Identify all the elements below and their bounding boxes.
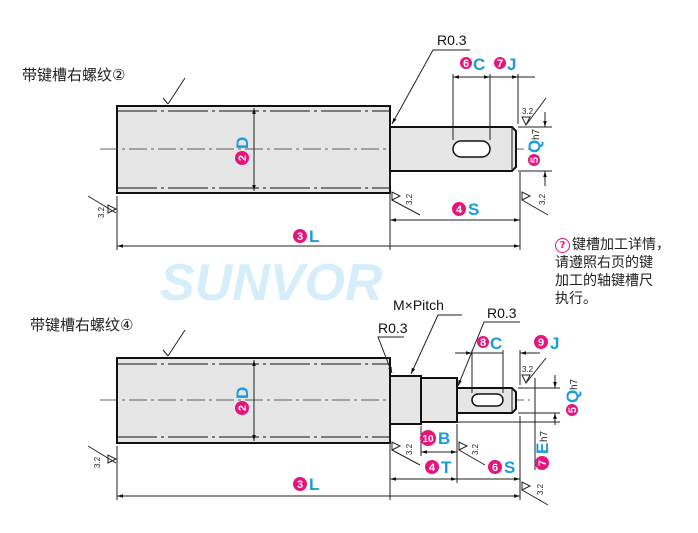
- svg-text:3.2: 3.2: [405, 193, 414, 205]
- top-roughness-shaft: 3.2: [521, 97, 547, 127]
- keyway-note: ?键槽加工详情， 请遵照右页的键 加工的轴键槽尺 执行。: [555, 236, 670, 308]
- svg-text:L: L: [309, 227, 319, 246]
- top-dim-D: 2 D: [233, 137, 252, 165]
- top-keyway: [452, 140, 491, 158]
- svg-text:2: 2: [237, 405, 249, 411]
- svg-text:8: 8: [480, 337, 486, 349]
- bottom-title: 带键槽右螺纹④: [30, 316, 133, 334]
- note-line: 加工的轴键槽尺: [555, 273, 653, 289]
- svg-text:3.2: 3.2: [536, 483, 545, 495]
- svg-text:9: 9: [538, 337, 544, 349]
- svg-text:7: 7: [497, 58, 503, 70]
- svg-text:3.2: 3.2: [405, 443, 414, 455]
- svg-text:L: L: [309, 475, 319, 494]
- svg-text:5: 5: [529, 157, 541, 163]
- top-radius-label: R0.3: [437, 32, 467, 48]
- svg-text:3.2: 3.2: [97, 206, 106, 218]
- svg-text:J: J: [550, 334, 559, 353]
- svg-text:3: 3: [297, 479, 303, 491]
- svg-text:2: 2: [237, 155, 249, 161]
- svg-text:D: D: [233, 137, 252, 149]
- svg-text:3.2: 3.2: [93, 456, 102, 468]
- svg-text:10: 10: [422, 434, 434, 445]
- bottom-step: [389, 375, 422, 425]
- svg-text:D: D: [233, 387, 252, 399]
- bottom-thread: [420, 377, 458, 423]
- svg-text:Q: Q: [525, 140, 544, 153]
- tip-icon: ?: [555, 238, 570, 253]
- svg-text:h7: h7: [569, 378, 580, 390]
- svg-text:S: S: [504, 458, 515, 477]
- note-line: 请遵照右页的键: [555, 255, 653, 271]
- svg-text:3.2: 3.2: [522, 365, 534, 374]
- bottom-dim-E: 7 Eh7: [533, 430, 552, 470]
- bottom-dim-Q: 5 Qh7: [563, 378, 582, 416]
- bottom-roughness-marks: 3.2 3.2 3.2 3.2 3.2: [87, 329, 549, 506]
- svg-text:Q: Q: [563, 390, 582, 403]
- svg-text:3.2: 3.2: [538, 193, 547, 205]
- svg-text:3.2: 3.2: [471, 443, 480, 455]
- top-roughness-marks: 3.2 3.2 3.2: [87, 77, 549, 218]
- svg-text:C: C: [490, 334, 502, 353]
- svg-text:3: 3: [297, 231, 303, 243]
- bottom-dim-D: 2D: [233, 387, 252, 415]
- svg-text:4: 4: [429, 462, 436, 474]
- svg-text:4: 4: [456, 204, 463, 216]
- svg-text:B: B: [438, 429, 450, 448]
- svg-text:h7: h7: [531, 128, 542, 140]
- svg-text:h7: h7: [539, 430, 550, 442]
- note-line: 执行。: [555, 291, 597, 307]
- svg-text:3.2: 3.2: [522, 107, 534, 116]
- bottom-dim-B: 10 B: [420, 429, 450, 448]
- bottom-thread-label: M×Pitch: [393, 297, 444, 313]
- svg-text:7: 7: [537, 460, 549, 466]
- bottom-keyway: [471, 393, 504, 407]
- top-dim-Q: 5 Qh7: [525, 128, 544, 166]
- top-title: 带键槽右螺纹②: [22, 66, 125, 84]
- watermark-logo: SUNVOR: [160, 254, 383, 312]
- note-line: 键槽加工详情，: [572, 237, 670, 253]
- svg-text:C: C: [473, 55, 485, 74]
- svg-text:6: 6: [492, 462, 498, 474]
- svg-text:5: 5: [567, 407, 579, 413]
- bottom-radius2-label: R0.3: [487, 305, 517, 321]
- svg-text:J: J: [507, 55, 516, 74]
- svg-text:E: E: [533, 443, 552, 454]
- svg-text:S: S: [468, 200, 479, 219]
- svg-text:T: T: [441, 458, 452, 477]
- bottom-radius1-label: R0.3: [378, 320, 408, 336]
- svg-text:6: 6: [463, 58, 469, 70]
